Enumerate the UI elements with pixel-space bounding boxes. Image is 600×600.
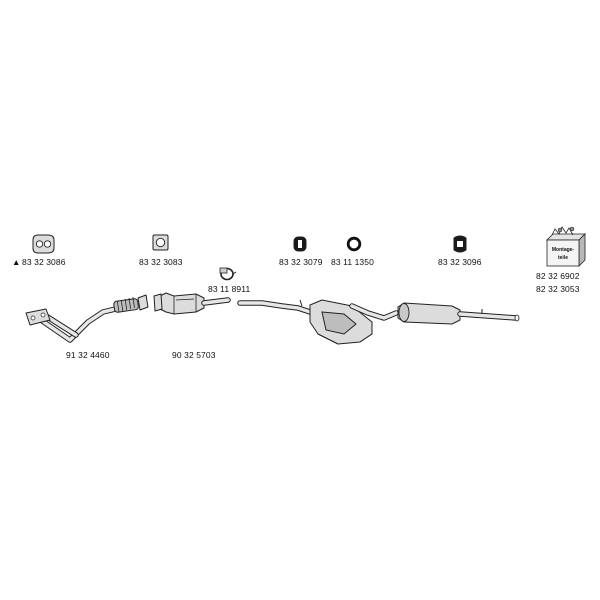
front-pipe-icon	[25, 294, 149, 343]
hanger-rear-icon	[453, 235, 467, 253]
gasket-square-number: 83 32 3083	[139, 257, 183, 267]
rubber-hanger-icon	[293, 236, 307, 252]
gasket-front-icon	[32, 234, 55, 254]
rubber-hanger-number: 83 32 3079	[279, 257, 323, 267]
catalytic-converter-number: 90 32 5703	[172, 350, 216, 360]
front-pipe-number: 91 32 4460	[66, 350, 110, 360]
hanger-rear-number: 83 32 3096	[438, 257, 482, 267]
rubber-ring-number: 83 11 1350	[331, 257, 374, 267]
gasket-front-marker: ▲	[12, 257, 21, 267]
mounting-kit-box-text-1: Montage-	[552, 247, 575, 253]
catalytic-converter-icon	[153, 292, 231, 315]
center-silencer-icon	[237, 299, 399, 345]
gasket-front-number: 83 32 3086	[22, 257, 66, 267]
gasket-square-icon	[152, 234, 169, 251]
rear-silencer-icon	[397, 302, 520, 325]
mounting-kit-number-2: 82 32 3053	[536, 284, 580, 294]
mounting-kit-number-1: 82 32 6902	[536, 271, 580, 281]
rubber-ring-icon	[346, 236, 362, 252]
clamp-number: 83 11 8911	[208, 284, 250, 294]
mounting-kit-box-text-2: teile	[558, 255, 568, 261]
clamp-icon	[219, 267, 237, 281]
mounting-kit-box-icon: Montage- teile	[546, 226, 586, 267]
